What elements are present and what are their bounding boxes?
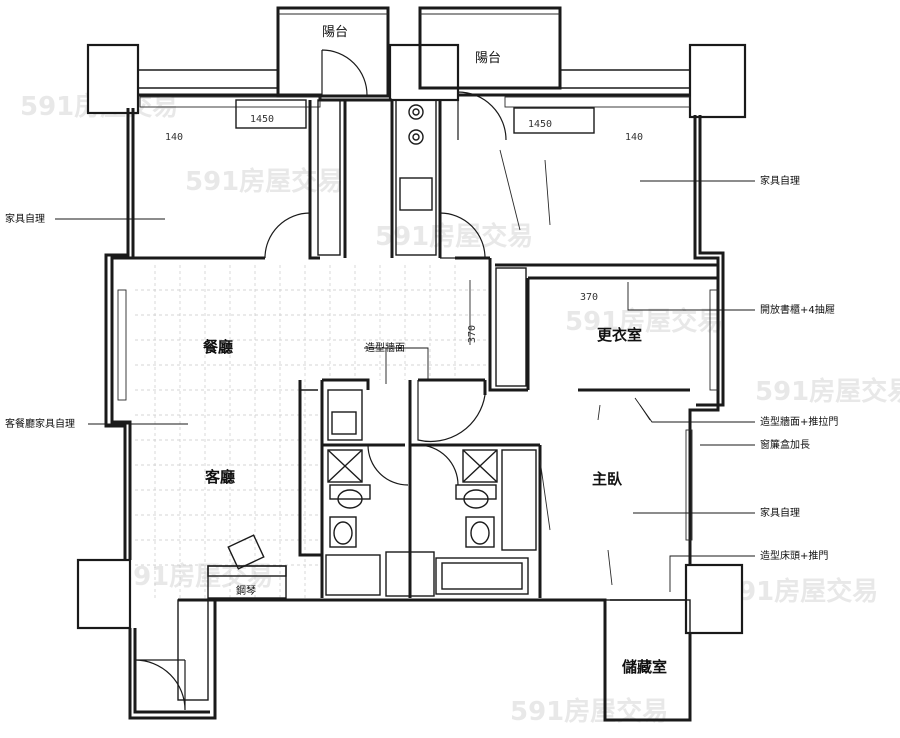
living-furniture [134, 389, 318, 711]
room-label-balcony-left: 陽台 [322, 25, 348, 40]
watermark-2: 591房屋交易 [185, 166, 343, 197]
room-labels: 陽台 陽台 餐廳 客廳 更衣室 主臥 儲藏室 鋼琴 [203, 25, 667, 676]
note-feature-wall-sliding: 造型牆面+推拉門 [760, 415, 838, 428]
piano-label: 鋼琴 [236, 584, 256, 597]
kitchen-fixtures [235, 99, 595, 259]
room-label-storage: 儲藏室 [622, 658, 667, 676]
dimension-5: 370 [580, 292, 598, 303]
room-label-master-bedroom: 主臥 [592, 470, 623, 488]
room-label-balcony-right: 陽台 [475, 51, 501, 66]
note-curtain-box: 窗簾盒加長 [760, 438, 810, 451]
windows [117, 96, 719, 541]
watermark-4: 591房屋交易 [565, 306, 723, 337]
note-living-furniture: 客餐廳家具自理 [5, 417, 75, 430]
note-furniture-left: 家具自理 [5, 212, 45, 225]
note-furniture-right-top: 家具自理 [760, 174, 800, 187]
note-headboard: 造型床頭+推門 [760, 549, 828, 562]
pillars [76, 43, 747, 635]
balconies [138, 6, 690, 141]
callout-text: 家具自理 家具自理 開放書櫃+4抽屜 造型牆面 客餐廳家具自理 造型牆面+推拉門… [5, 174, 838, 562]
callout-leaders [55, 180, 755, 592]
room-label-dining: 餐廳 [203, 338, 233, 356]
interior-walls [133, 100, 718, 721]
tile-grid [135, 265, 490, 598]
watermark-8: 591房屋交易 [720, 576, 878, 607]
watermark-3: 591房屋交易 [375, 221, 533, 252]
dimension-6: 370 [467, 325, 478, 343]
watermark-7: 591房屋交易 [510, 696, 668, 727]
dimension-3: 140 [165, 132, 183, 143]
note-feature-wall: 造型牆面 [365, 341, 405, 354]
note-bookshelf: 開放書櫃+4抽屜 [760, 303, 835, 316]
dimension-4: 140 [625, 132, 643, 143]
closet-shelf [495, 267, 527, 387]
watermark-5: 591房屋交易 [755, 376, 900, 407]
dimension-marks: 1450 1450 140 140 370 370 [165, 114, 651, 586]
dimension-2: 1450 [528, 119, 552, 130]
dimension-1: 1450 [250, 114, 274, 125]
room-label-walk-in-closet: 更衣室 [597, 326, 642, 344]
room-label-living: 客廳 [204, 468, 235, 486]
note-furniture-master: 家具自理 [760, 506, 800, 519]
bathrooms [325, 380, 537, 597]
